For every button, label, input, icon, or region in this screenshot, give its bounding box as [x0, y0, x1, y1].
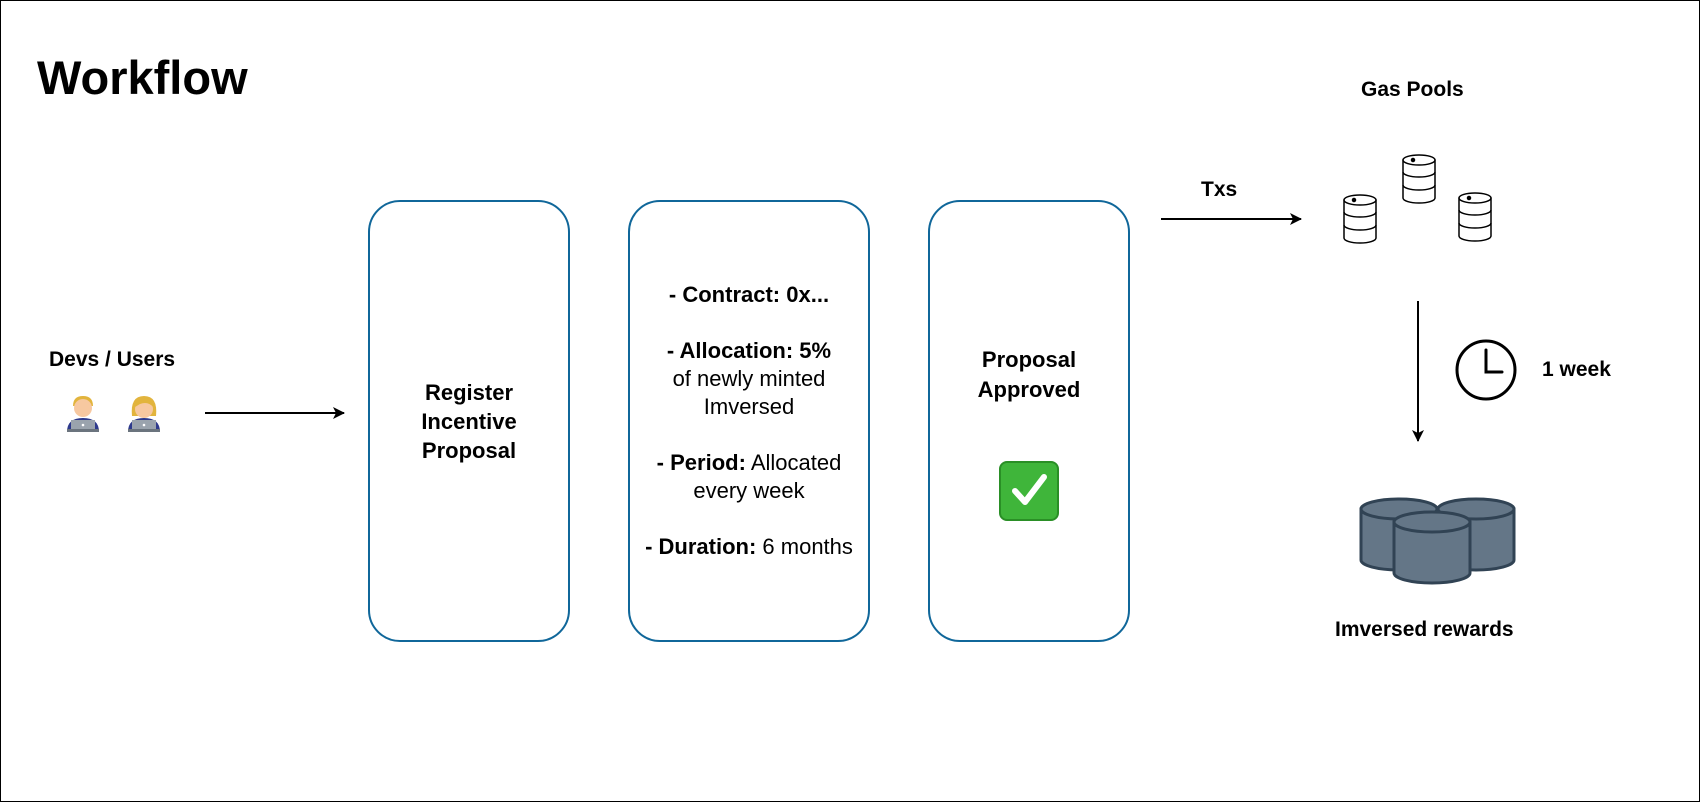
actors-label: Devs / Users: [49, 348, 176, 371]
period-label: - Period:: [656, 450, 746, 475]
register-line: Incentive: [421, 408, 517, 434]
technologist-woman-icon: [128, 396, 160, 432]
technologist-man-icon: [67, 396, 99, 432]
barrel-icon: [1402, 154, 1436, 204]
database-icon: [1359, 497, 1516, 585]
register-line: Proposal: [421, 437, 517, 463]
check-mark-icon: [999, 461, 1059, 521]
approved-line: Approved: [977, 377, 1081, 402]
allocation-label: - Allocation: 5%: [666, 338, 832, 363]
interval-label: 1 week: [1542, 358, 1611, 381]
clock-icon: [1455, 339, 1517, 401]
barrel-icon: [1343, 194, 1377, 244]
proposal-details-box: - Contract: 0x... - Allocation: 5% of ne…: [628, 200, 870, 642]
gas-pools-label: Gas Pools: [1361, 78, 1464, 101]
register-proposal-box: Register Incentive Proposal: [368, 200, 570, 642]
rewards-label: Imversed rewards: [1335, 618, 1514, 641]
contract-label: - Contract: 0x...: [668, 282, 830, 307]
txs-label: Txs: [1201, 178, 1238, 201]
register-line: Register: [424, 379, 514, 405]
period-text: Allocated every week: [693, 450, 842, 503]
allocation-text: of newly minted Imversed: [672, 366, 826, 419]
proposal-approved-box: Proposal Approved: [928, 200, 1130, 642]
barrel-icon: [1458, 192, 1492, 242]
approved-line: Proposal: [981, 347, 1077, 372]
duration-text: 6 months: [762, 534, 853, 559]
page-title: Workflow: [37, 51, 248, 104]
duration-label: - Duration:: [645, 534, 757, 559]
approved-text: Proposal Approved: [978, 345, 1081, 405]
